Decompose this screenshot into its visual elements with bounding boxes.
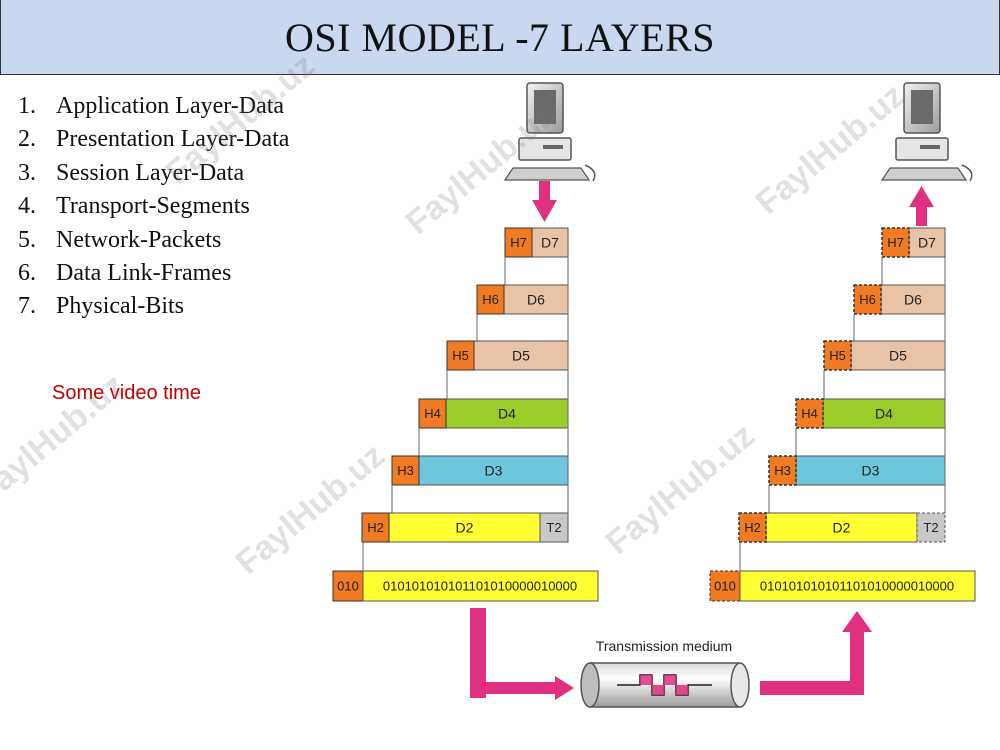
drive-slot [920,145,940,149]
bits-field [362,570,599,602]
screen [534,90,556,124]
receiver-computer [880,82,973,182]
layer-item: 1.Application Layer-Data [18,93,285,119]
data-unit-d7 [531,227,569,258]
bits-header [709,570,741,602]
header-label-h3: H3 [774,463,791,478]
video-note: Some video time [52,382,201,404]
bits-field [739,570,976,602]
data-label-d4: D4 [875,406,893,422]
header-h4 [795,398,824,429]
down-arrow [539,181,550,203]
bits-header-label: 010 [337,579,359,594]
trailer-t2 [916,512,946,543]
header-label-h4: H4 [801,406,818,421]
trailer-label: T2 [923,520,938,535]
layer-item: 7.Physical-Bits [18,293,185,320]
layer-list: 1.Application Layer-Data 2.Presentation … [18,90,289,324]
header-label-h3: H3 [397,463,414,478]
data-unit-d7 [908,227,946,258]
header-h3 [768,455,797,486]
header-h7 [504,227,533,258]
layer-item: 2.Presentation Layer-Data [18,126,290,153]
data-label-d4: D4 [498,406,516,422]
cable-left-end [580,662,600,708]
header-label-h4: H4 [424,406,441,421]
data-unit-d2 [388,512,541,543]
mouse-cable [584,164,596,182]
header-label-h5: H5 [829,348,846,363]
slide-title: OSI MODEL -7 LAYERS [285,15,715,60]
sender-computer [503,82,596,182]
data-unit-d4 [822,398,946,429]
header-label-h7: H7 [887,235,904,250]
header-h6 [853,284,882,315]
keyboard-icon [503,167,591,181]
header-label-h2: H2 [744,520,761,535]
data-label-d7: D7 [918,235,936,251]
receive-arrow [760,611,872,695]
data-label-d2: D2 [456,520,474,536]
data-label-d3: D3 [485,463,503,479]
data-unit-d3 [418,455,569,486]
bits-header-label: 010 [714,579,736,594]
trailer-label: T2 [546,520,561,535]
header-h3 [391,455,420,486]
cable-right-end [730,662,750,708]
data-label-d7: D7 [541,235,559,251]
header-h4 [418,398,447,429]
bits-label: 010101010101101010000010000 [760,579,954,594]
header-h7 [881,227,910,258]
title-bar: OSI MODEL -7 LAYERS [0,0,1000,75]
data-label-d5: D5 [889,348,907,364]
data-label-d5: D5 [512,348,530,364]
screen [911,90,933,124]
layer-item: 5.Network-Packets [18,226,222,253]
transmission-medium-label: Transmission medium [596,638,732,654]
signal-pulse [664,675,676,685]
data-unit-d6 [880,284,946,315]
header-h6 [476,284,505,315]
header-h5 [446,340,475,371]
header-label-h2: H2 [367,520,384,535]
mouse-cable [961,164,973,182]
up-arrow-head [909,186,934,207]
layer-item: 3.Session Layer-Data [18,159,245,186]
drive-slot [543,145,563,149]
data-label-d6: D6 [527,292,545,308]
data-unit-d3 [795,455,946,486]
layer-item: 4.Transport-Segments [18,193,250,220]
header-label-h6: H6 [482,292,499,307]
header-label-h6: H6 [859,292,876,307]
down-arrow-head [532,200,557,222]
header-label-h7: H7 [510,235,527,250]
up-arrow [916,206,927,226]
header-h2 [738,512,767,543]
header-label-h5: H5 [452,348,469,363]
send-arrow-stem [470,608,486,698]
header-h5 [823,340,852,371]
data-unit-d5 [473,340,569,371]
data-label-d3: D3 [862,463,880,479]
data-label-d2: D2 [833,520,851,536]
layer-item: 6.Data Link-Frames [18,259,232,286]
signal-pulse [652,685,664,695]
data-label-d6: D6 [904,292,922,308]
bits-label: 010101010101101010000010000 [383,579,577,594]
header-h2 [361,512,390,543]
keyboard-icon [880,167,968,181]
trailer-t2 [539,512,569,543]
signal-pulse [676,685,688,695]
signal-pulse [640,675,652,685]
